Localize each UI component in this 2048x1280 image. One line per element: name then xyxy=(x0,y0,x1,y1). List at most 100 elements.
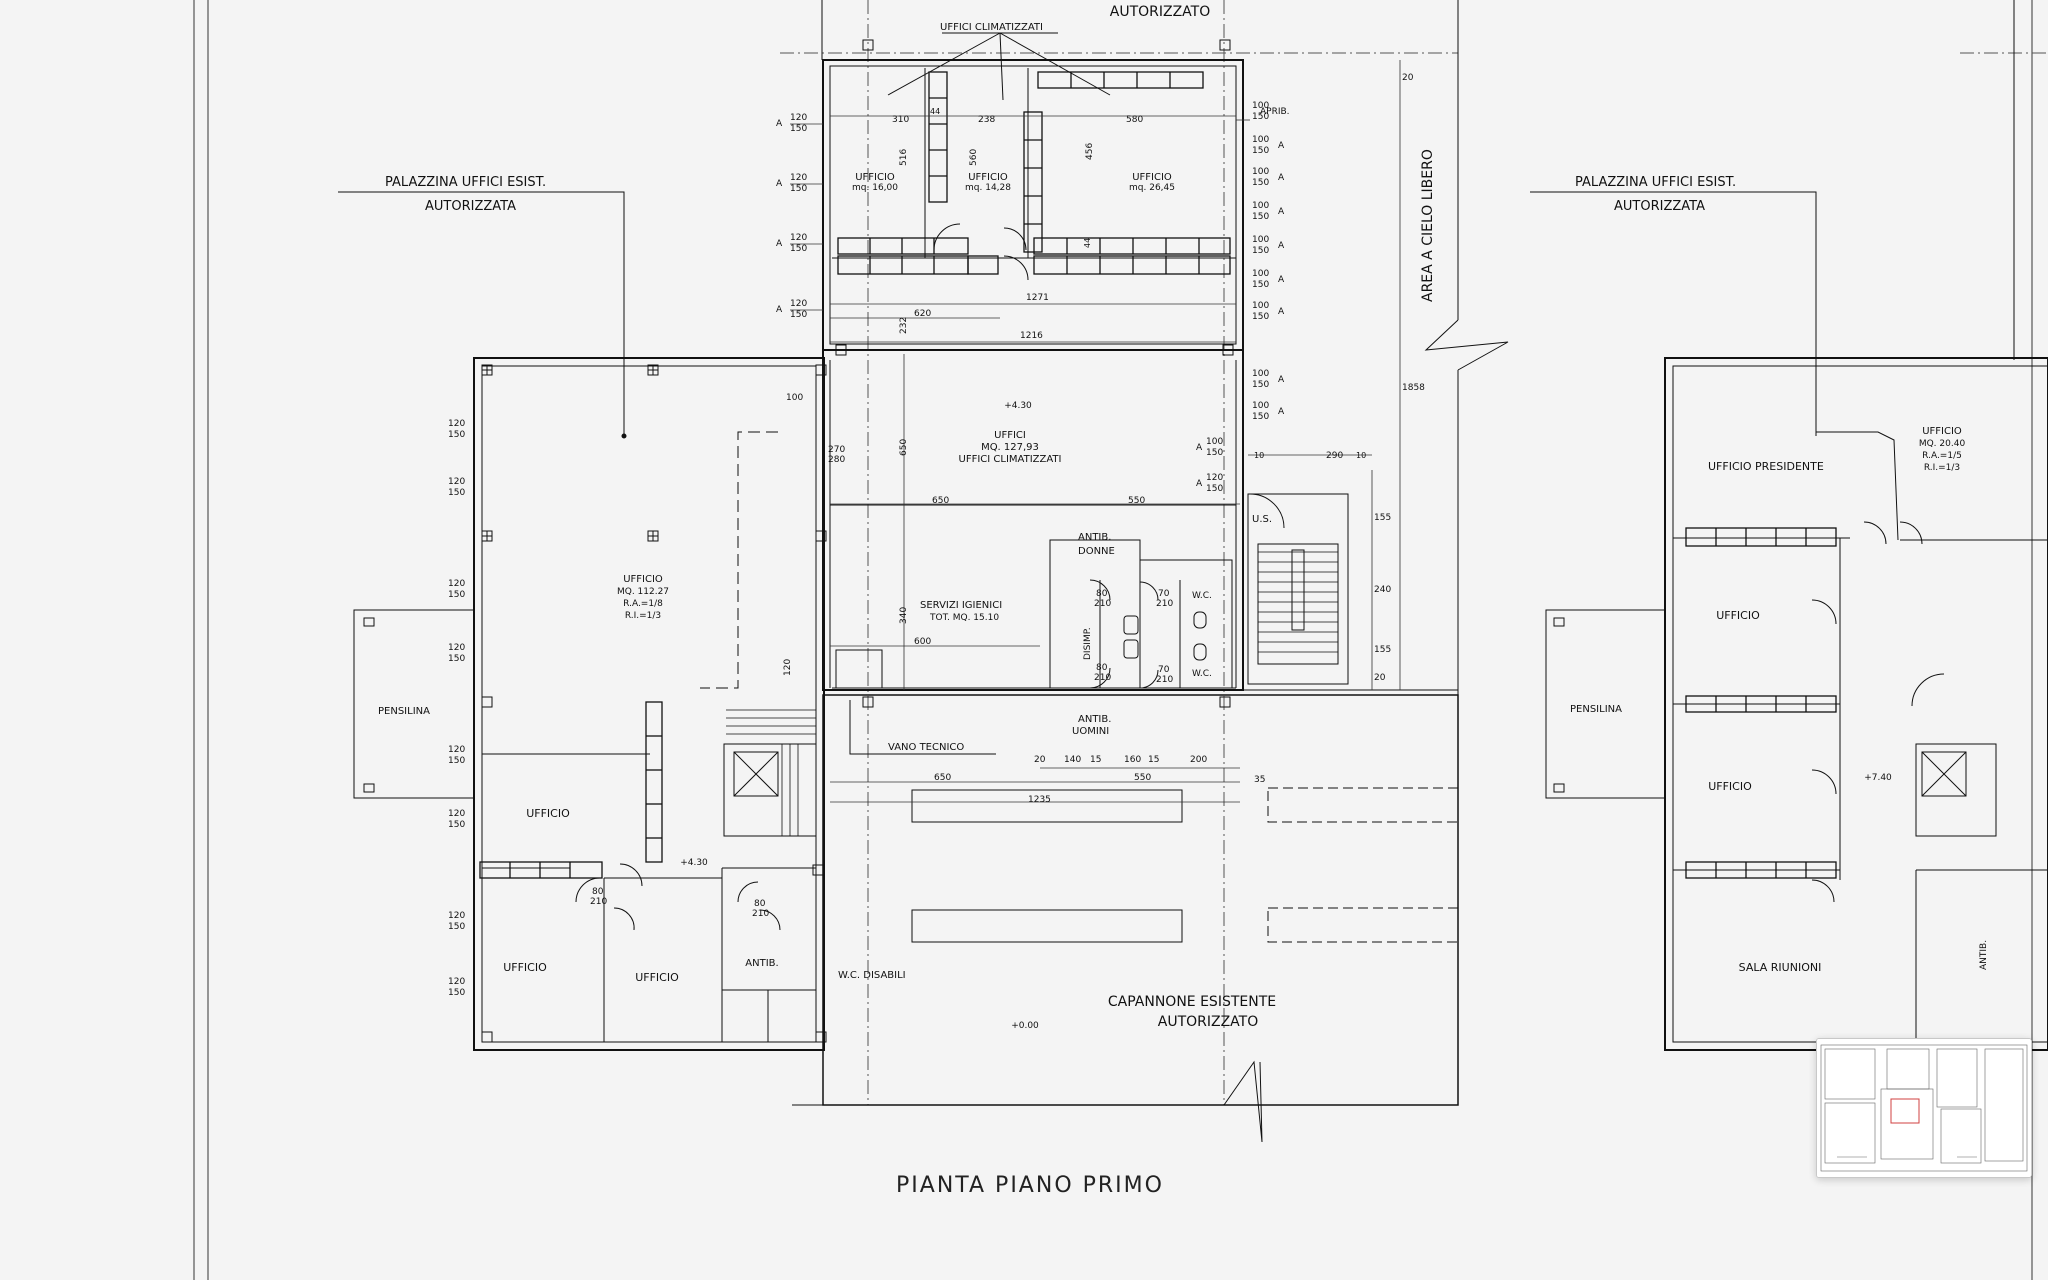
label-wc-2: W.C. xyxy=(1192,669,1212,679)
level-b: +4.30 xyxy=(680,858,708,868)
dim-35: 35 xyxy=(1254,775,1265,785)
svg-text:150: 150 xyxy=(448,488,465,498)
dim-155a: 155 xyxy=(1374,513,1391,523)
navigator-preview xyxy=(1817,1039,2031,1177)
svg-text:150: 150 xyxy=(448,590,465,600)
label-ufficio-big-3: R.A.=1/8 xyxy=(623,599,663,609)
svg-text:120: 120 xyxy=(448,477,465,487)
secondary-plan-labels: PALAZZINA UFFICI ESIST. AUTORIZZATA UFFI… xyxy=(1570,175,1989,974)
svg-text:A: A xyxy=(1278,207,1285,217)
svg-text:100: 100 xyxy=(1252,369,1269,379)
svg-text:150: 150 xyxy=(1206,484,1223,494)
label-capannone: CAPANNONE ESISTENTE xyxy=(1108,994,1276,1010)
dim-580: 580 xyxy=(1126,115,1143,125)
level-d: +7.40 xyxy=(1864,773,1892,783)
label-uff1-a: UFFICIO xyxy=(855,172,895,183)
label-antib-uomini-1: ANTIB. xyxy=(1078,714,1111,725)
svg-text:150: 150 xyxy=(448,820,465,830)
svg-text:150: 150 xyxy=(790,184,807,194)
label-uff2-b: mq. 14,28 xyxy=(965,183,1011,193)
label-antib-l: ANTIB. xyxy=(745,958,778,969)
svg-text:120: 120 xyxy=(448,977,465,987)
level-a: +4.30 xyxy=(1004,401,1032,411)
label-capannone-aut: AUTORIZZATO xyxy=(1158,1014,1259,1030)
label-area-cielo: AREA A CIELO LIBERO xyxy=(1420,149,1436,302)
svg-text:150: 150 xyxy=(1252,178,1269,188)
dim-20c: 20 xyxy=(1034,755,1046,765)
dim-240: 240 xyxy=(1374,585,1391,595)
navigator-thumbnail[interactable] xyxy=(1816,1038,2032,1178)
label-servizi-tot: TOT. MQ. 15.10 xyxy=(929,613,999,623)
label-uffici-b: MQ. 127,93 xyxy=(981,442,1039,453)
svg-text:A: A xyxy=(1278,307,1285,317)
dim-650b: 650 xyxy=(899,439,909,456)
svg-text:120: 120 xyxy=(448,809,465,819)
window-tags-right: 100 150 100 150 A 100 150 A 100 150 A 10… xyxy=(1196,101,1285,494)
label-uff1-b: mq. 16,00 xyxy=(852,183,898,193)
dim-20b: 20 xyxy=(1374,673,1386,683)
svg-text:A: A xyxy=(1278,241,1285,251)
svg-text:80: 80 xyxy=(1096,663,1108,673)
label-uffici-climatizzati: UFFICI CLIMATIZZATI xyxy=(940,22,1043,33)
svg-text:210: 210 xyxy=(752,909,769,919)
svg-text:150: 150 xyxy=(790,244,807,254)
svg-text:150: 150 xyxy=(448,756,465,766)
dim-15b: 15 xyxy=(1148,755,1159,765)
label-antib-donne-1: ANTIB. xyxy=(1078,532,1111,543)
dim-160: 160 xyxy=(1124,755,1141,765)
dim-650a: 650 xyxy=(932,496,949,506)
label-ufficio-l1: UFFICIO xyxy=(526,807,570,820)
label-uff-r-a: UFFICIO xyxy=(1922,426,1962,437)
svg-text:70: 70 xyxy=(1158,589,1170,599)
svg-text:150: 150 xyxy=(1252,212,1269,222)
plan-labels: AUTORIZZATO UFFICI CLIMATIZZATI PALAZZIN… xyxy=(378,4,1436,1198)
svg-text:120: 120 xyxy=(790,113,807,123)
svg-text:A: A xyxy=(1278,141,1285,151)
svg-text:150: 150 xyxy=(1252,112,1269,122)
dim-456: 456 xyxy=(1085,143,1095,160)
dim-550a: 550 xyxy=(1128,496,1145,506)
svg-text:150: 150 xyxy=(448,430,465,440)
dim-20a: 20 xyxy=(1402,73,1414,83)
dim-280: 280 xyxy=(828,455,845,465)
label-antib-r: ANTIB. xyxy=(1979,940,1989,970)
svg-text:120: 120 xyxy=(448,579,465,589)
svg-text:120: 120 xyxy=(448,419,465,429)
dim-1858: 1858 xyxy=(1402,383,1425,393)
svg-text:100: 100 xyxy=(1206,437,1223,447)
dim-44a: 44 xyxy=(930,107,940,116)
dim-1271: 1271 xyxy=(1026,293,1049,303)
label-wc-disabili: W.C. DISABILI xyxy=(838,970,906,981)
dim-310: 310 xyxy=(892,115,909,125)
svg-text:150: 150 xyxy=(1252,246,1269,256)
dim-270: 270 xyxy=(828,445,845,455)
svg-text:150: 150 xyxy=(1252,380,1269,390)
svg-text:A: A xyxy=(1196,479,1203,489)
svg-text:100: 100 xyxy=(1252,401,1269,411)
svg-text:210: 210 xyxy=(1094,599,1111,609)
label-wc-1: W.C. xyxy=(1192,591,1212,601)
svg-text:210: 210 xyxy=(1156,599,1173,609)
label-palazzina-b: PALAZZINA UFFICI ESIST. xyxy=(1575,175,1736,190)
dim-650c: 650 xyxy=(934,773,951,783)
dim-290: 290 xyxy=(1326,451,1343,461)
dim-516: 516 xyxy=(899,149,909,166)
label-antib-donne-2: DONNE xyxy=(1078,546,1115,557)
label-ufficio-big-4: R.I.=1/3 xyxy=(625,611,661,621)
svg-text:210: 210 xyxy=(1156,675,1173,685)
door-tags: 80 210 70 210 80 210 70 210 80 210 80 21… xyxy=(590,589,1173,919)
svg-text:80: 80 xyxy=(754,899,766,909)
label-uff2-a: UFFICIO xyxy=(968,172,1008,183)
label-uffici-c: UFFICI CLIMATIZZATI xyxy=(959,454,1062,465)
dim-10a: 10 xyxy=(1254,451,1264,460)
svg-text:100: 100 xyxy=(1252,201,1269,211)
svg-text:150: 150 xyxy=(448,922,465,932)
svg-text:120: 120 xyxy=(448,745,465,755)
svg-text:120: 120 xyxy=(1206,473,1223,483)
label-servizi: SERVIZI IGIENICI xyxy=(920,600,1002,611)
label-ufficio-l3: UFFICIO xyxy=(635,971,679,984)
svg-text:A: A xyxy=(776,119,783,129)
dim-550b: 550 xyxy=(1134,773,1151,783)
